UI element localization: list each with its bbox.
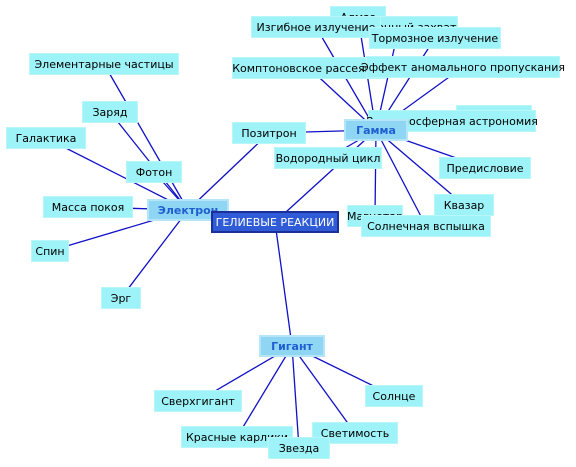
leaf-node-zaryad[interactable]: Заряд (82, 101, 138, 123)
link-root-gamma (274, 129, 377, 223)
link-elektron-elementarnye (103, 63, 189, 211)
link-gamma-solnechnaya (375, 129, 427, 227)
leaf-node-svetimost[interactable]: Светимость (312, 422, 398, 444)
link-gigant-krasnye (236, 345, 293, 438)
leaf-node-solnechnaya[interactable]: Солнечная вспышка (361, 215, 491, 237)
leaf-node-pozitron[interactable]: Позитрон (232, 122, 306, 144)
link-elektron-erg (120, 209, 189, 299)
link-gamma-magnetar (374, 129, 377, 217)
leaf-node-elementarnye[interactable]: Элементарные частицы (29, 53, 179, 75)
leaf-node-zvezda[interactable]: Звезда (268, 437, 330, 459)
leaf-node-solnce[interactable]: Солнце (365, 385, 423, 407)
hub-node-elektron[interactable]: Электрон (147, 199, 229, 221)
leaf-node-krasnye[interactable]: Красные карлики (181, 426, 293, 448)
leaf-node-effekt[interactable]: Эффект аномального пропускания (361, 56, 565, 78)
leaf-node-massa[interactable]: Масса покоя (43, 196, 133, 218)
link-root-gigant (274, 221, 293, 347)
leaf-node-predislovie[interactable]: Предисловие (439, 157, 531, 179)
link-elektron-galaktika (45, 137, 189, 211)
leaf-node-sverhgigant[interactable]: Сверхгигант (154, 390, 242, 412)
leaf-node-kompton[interactable]: Комптоновское рассеяние (232, 57, 386, 79)
leaf-node-spin[interactable]: Спин (31, 240, 69, 262)
leaf-node-kvazar[interactable]: Квазар (434, 194, 494, 216)
hub-node-gamma[interactable]: Гамма (344, 119, 408, 141)
leaf-node-tormoznoe[interactable]: Тормозное излучение (369, 27, 501, 49)
leaf-node-galaktika[interactable]: Галактика (6, 127, 86, 149)
leaf-node-izgibnoe[interactable]: Изгибное излучение (251, 16, 381, 38)
leaf-node-erg[interactable]: Эрг (101, 287, 141, 309)
link-gigant-zvezda (291, 345, 300, 449)
link-gigant-svetimost (291, 345, 356, 434)
leaf-node-vneatm[interactable]: Внеатмосферная астрономия (366, 110, 538, 132)
leaf-node-vodorodny[interactable]: Водородный цикл (274, 147, 382, 169)
link-elektron-pozitron (187, 132, 270, 211)
link-gamma-kvazar (375, 129, 465, 206)
hub-node-gigant[interactable]: Гигант (259, 335, 325, 357)
leaf-node-foton[interactable]: Фотон (126, 161, 182, 183)
root-node-root[interactable]: ГЕЛИЕВЫЕ РЕАКЦИИ (211, 211, 339, 233)
